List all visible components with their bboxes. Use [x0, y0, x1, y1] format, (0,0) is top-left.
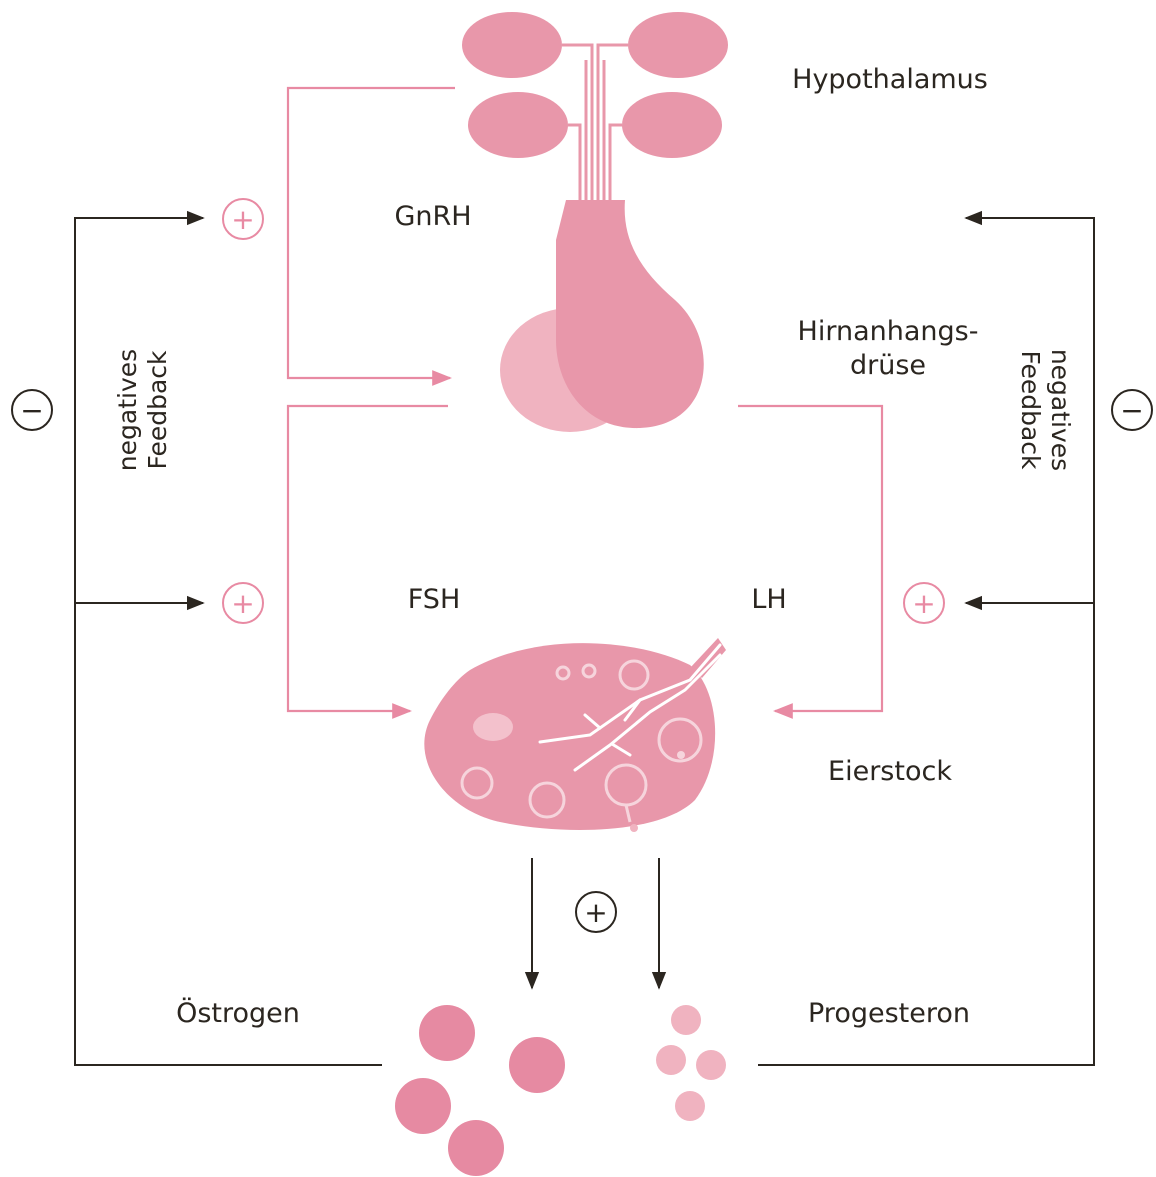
minus-symbol-left: − — [12, 390, 52, 430]
pituitary-label-line1: Hirnanhangs- — [798, 316, 979, 347]
hypothalamus-label: Hypothalamus — [792, 64, 988, 95]
fsh-stimulation-path — [288, 406, 448, 711]
plus-symbol-fsh: + — [223, 583, 263, 623]
minus-symbol-right: − — [1112, 390, 1152, 430]
lh-stimulation-path — [738, 406, 882, 711]
progesterone-label: Progesteron — [808, 998, 970, 1029]
svg-text:−: − — [1120, 394, 1143, 427]
gnrh-stimulation-path — [288, 88, 455, 378]
svg-text:+: + — [231, 587, 254, 620]
svg-text:negatives: negatives — [113, 349, 142, 471]
svg-text:+: + — [584, 896, 607, 929]
svg-text:Feedback: Feedback — [1016, 350, 1045, 470]
pituitary-label-line2: drüse — [850, 350, 926, 381]
ovary-label: Eierstock — [828, 756, 952, 787]
feedback-label-right: negatives Feedback — [1016, 349, 1075, 471]
svg-text:negatives: negatives — [1046, 349, 1075, 471]
lh-label: LH — [751, 584, 786, 615]
svg-text:−: − — [20, 394, 43, 427]
svg-text:+: + — [912, 587, 935, 620]
estrogen-label: Östrogen — [176, 997, 300, 1029]
hypothalamus-illustration — [462, 12, 728, 200]
feedback-label-left: negatives Feedback — [113, 349, 172, 471]
estrogen-molecules — [395, 1005, 565, 1176]
svg-text:+: + — [231, 203, 254, 236]
svg-text:Feedback: Feedback — [143, 350, 172, 470]
gnrh-label: GnRH — [394, 201, 471, 232]
pituitary-gland-illustration — [500, 200, 704, 432]
fsh-label: FSH — [408, 584, 461, 615]
plus-symbol-hormone-output: + — [576, 892, 616, 932]
plus-symbol-gnrh: + — [223, 199, 263, 239]
plus-symbol-lh: + — [904, 583, 944, 623]
progesterone-molecules — [656, 1005, 726, 1121]
ovary-illustration — [424, 638, 726, 832]
estrogen-feedback-path — [75, 218, 382, 1065]
